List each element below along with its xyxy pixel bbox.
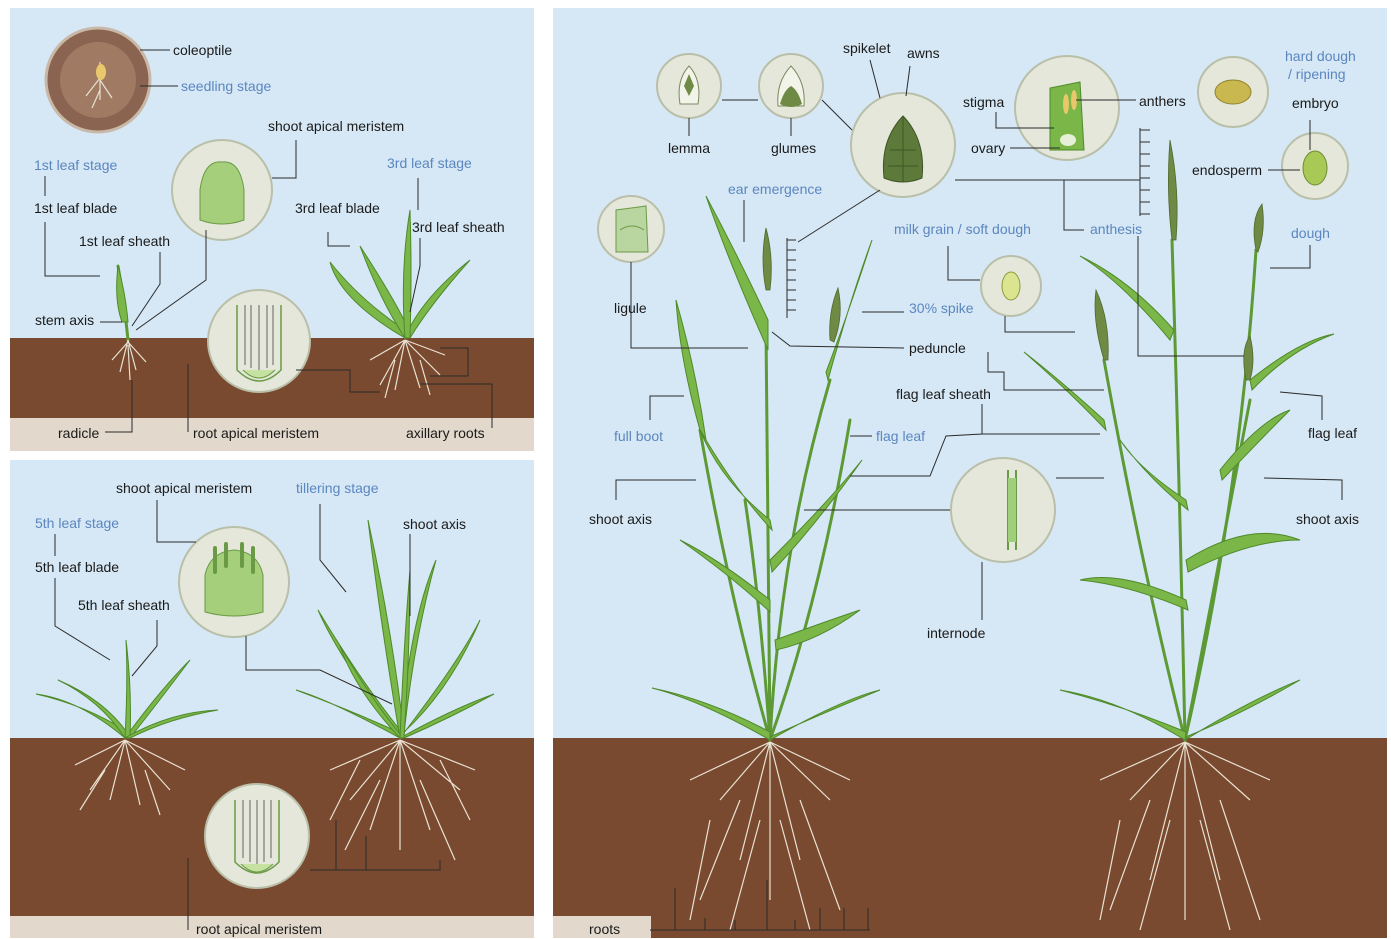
label-fifth-leaf-sheath: 5th leaf sheath xyxy=(78,597,170,613)
hard-dough-inset xyxy=(1198,57,1268,127)
label-lemma: lemma xyxy=(668,140,710,156)
panel-top-left: coleoptile seedling stage shoot apical m… xyxy=(10,8,534,451)
label-ovary: ovary xyxy=(971,140,1005,156)
label-shoot-axis-right: shoot axis xyxy=(1296,511,1359,527)
label-ear-emergence: ear emergence xyxy=(728,181,822,197)
glumes-inset xyxy=(759,54,823,118)
label-flag-leaf-left: flag leaf xyxy=(876,428,925,444)
label-glumes: glumes xyxy=(771,140,816,156)
internode-inset xyxy=(951,458,1055,562)
anthesis-inset xyxy=(1015,56,1119,160)
label-tillering-stage: tillering stage xyxy=(296,480,379,496)
label-third-leaf-stage: 3rd leaf stage xyxy=(387,155,472,171)
label-axillary-roots: axillary roots xyxy=(406,425,485,441)
label-third-leaf-blade: 3rd leaf blade xyxy=(295,200,380,216)
label-radicle: radicle xyxy=(58,425,99,441)
ligule-inset xyxy=(598,196,664,262)
label-shoot-apical-meristem: shoot apical meristem xyxy=(268,118,404,134)
label-first-leaf-stage: 1st leaf stage xyxy=(34,157,117,173)
label-fifth-leaf-stage: 5th leaf stage xyxy=(35,515,119,531)
spikelet-inset xyxy=(851,93,955,197)
lemma-inset xyxy=(657,54,721,118)
label-milk-grain: milk grain / soft dough xyxy=(894,221,1031,237)
label-awns: awns xyxy=(907,45,940,61)
label-stigma: stigma xyxy=(963,94,1004,110)
root-apical-meristem-inset-1 xyxy=(208,290,310,392)
label-roots: roots xyxy=(589,921,620,937)
milk-grain-inset xyxy=(981,256,1041,316)
label-internode: internode xyxy=(927,625,986,641)
label-first-leaf-sheath: 1st leaf sheath xyxy=(79,233,170,249)
shoot-apical-meristem-inset-1 xyxy=(172,140,272,240)
label-dough: dough xyxy=(1291,225,1330,241)
label-shoot-apical-meristem-2: shoot apical meristem xyxy=(116,480,252,496)
label-flag-leaf-right: flag leaf xyxy=(1308,425,1357,441)
label-anthesis: anthesis xyxy=(1090,221,1142,237)
label-first-leaf-blade: 1st leaf blade xyxy=(34,200,117,216)
label-shoot-axis-left: shoot axis xyxy=(589,511,652,527)
dough-inset xyxy=(1282,133,1348,199)
root-apical-meristem-inset-2 xyxy=(205,784,309,888)
label-stem-axis: stem axis xyxy=(35,312,94,328)
label-endosperm: endosperm xyxy=(1192,162,1262,178)
panel-bottom-left: shoot apical meristem tillering stage 5t… xyxy=(10,460,534,938)
label-root-apical-meristem: root apical meristem xyxy=(193,425,319,441)
label-hard-dough: hard dough xyxy=(1285,48,1356,64)
label-ripening: / ripening xyxy=(1288,66,1346,82)
panel-right: spikelet awns lemma glumes stigma anther… xyxy=(553,8,1387,938)
label-fifth-leaf-blade: 5th leaf blade xyxy=(35,559,119,575)
label-shoot-axis: shoot axis xyxy=(403,516,466,532)
shoot-apical-meristem-inset-2 xyxy=(179,527,289,637)
label-flag-leaf-sheath: flag leaf sheath xyxy=(896,386,991,402)
label-coleoptile: coleoptile xyxy=(173,42,232,58)
label-root-apical-meristem-2: root apical meristem xyxy=(196,921,322,937)
label-anthers: anthers xyxy=(1139,93,1186,109)
label-full-boot: full boot xyxy=(614,428,663,444)
seedling-inset xyxy=(46,28,150,132)
label-30-spike: 30% spike xyxy=(909,300,974,316)
label-embryo: embryo xyxy=(1292,95,1339,111)
label-third-leaf-sheath: 3rd leaf sheath xyxy=(412,219,505,235)
label-peduncle: peduncle xyxy=(909,340,966,356)
label-ligule: ligule xyxy=(614,300,647,316)
label-spikelet: spikelet xyxy=(843,40,891,56)
label-seedling-stage: seedling stage xyxy=(181,78,272,94)
